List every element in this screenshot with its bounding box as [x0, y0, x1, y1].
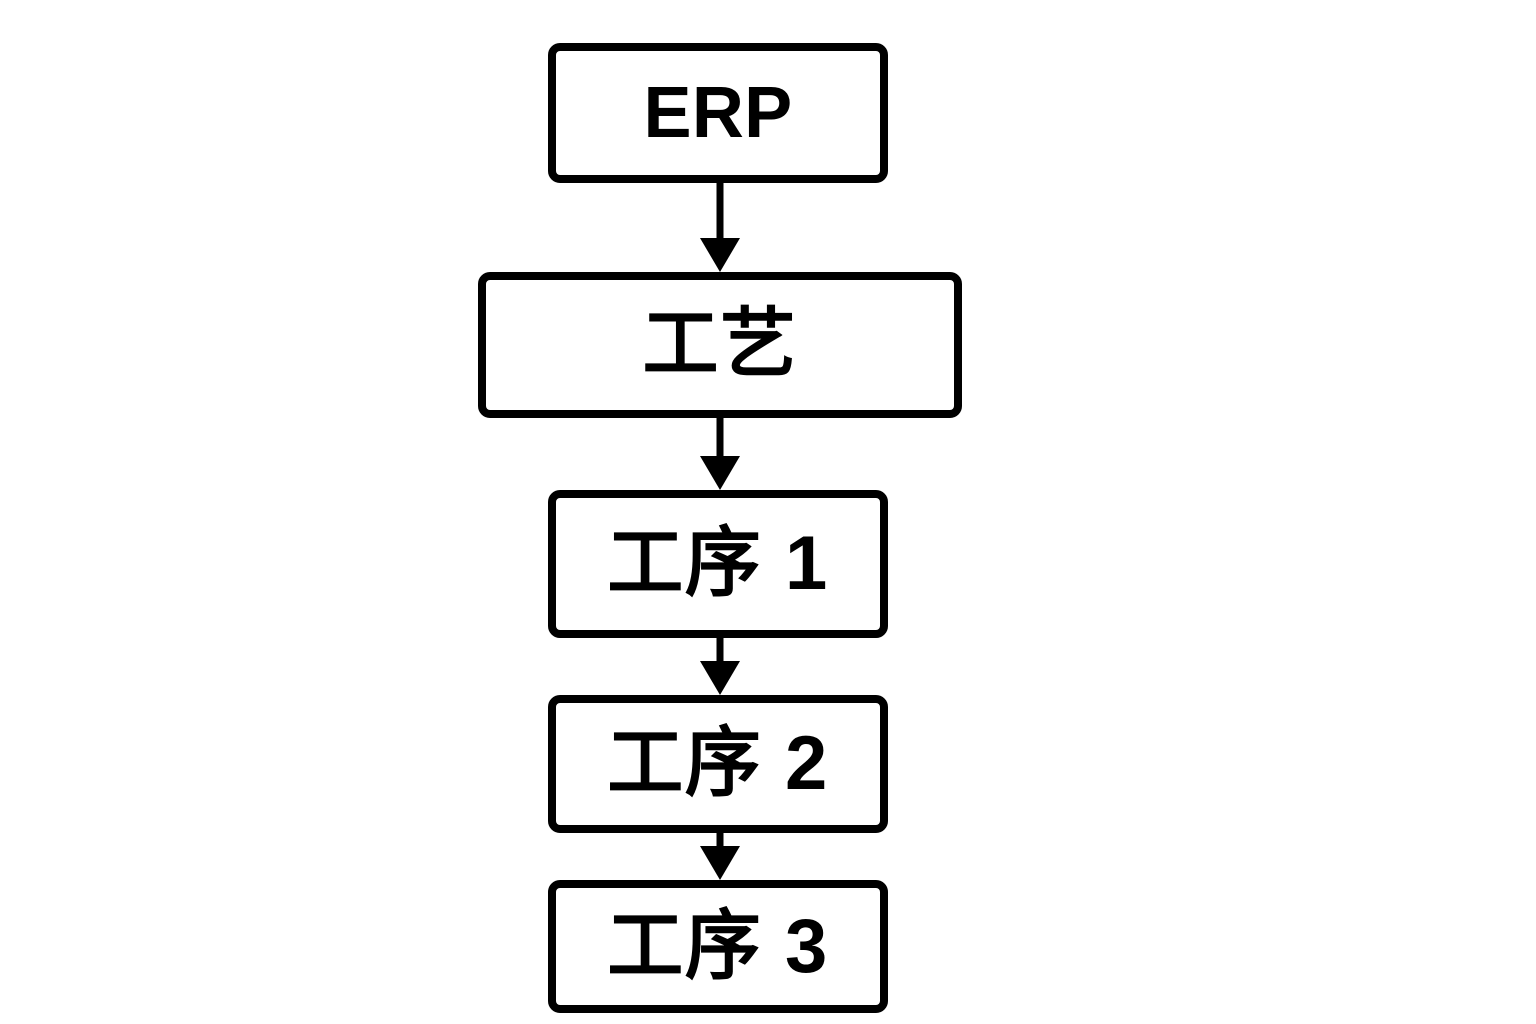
node-gongxu-2[interactable]: 工序 2: [548, 695, 888, 833]
node-gongxu-2-label: 工序 2: [607, 721, 829, 806]
node-gongxu-3-label: 工序 3: [607, 903, 829, 989]
node-erp[interactable]: ERP: [548, 43, 888, 183]
node-gongxu-3[interactable]: 工序 3: [548, 880, 888, 1013]
arrow-erp-to-gongyi: [670, 183, 770, 272]
arrow-gongxu-1-to-gongxu-2: [670, 638, 770, 695]
node-gongxu-1-label: 工序 1: [607, 521, 829, 606]
node-erp-label: ERP: [643, 73, 793, 153]
node-gongyi[interactable]: 工艺: [478, 272, 962, 418]
node-gongyi-label: 工艺: [642, 302, 798, 387]
node-gongxu-1[interactable]: 工序 1: [548, 490, 888, 638]
arrow-gongyi-to-gongxu-1: [670, 418, 770, 490]
arrow-gongxu-2-to-gongxu-3: [670, 833, 770, 880]
